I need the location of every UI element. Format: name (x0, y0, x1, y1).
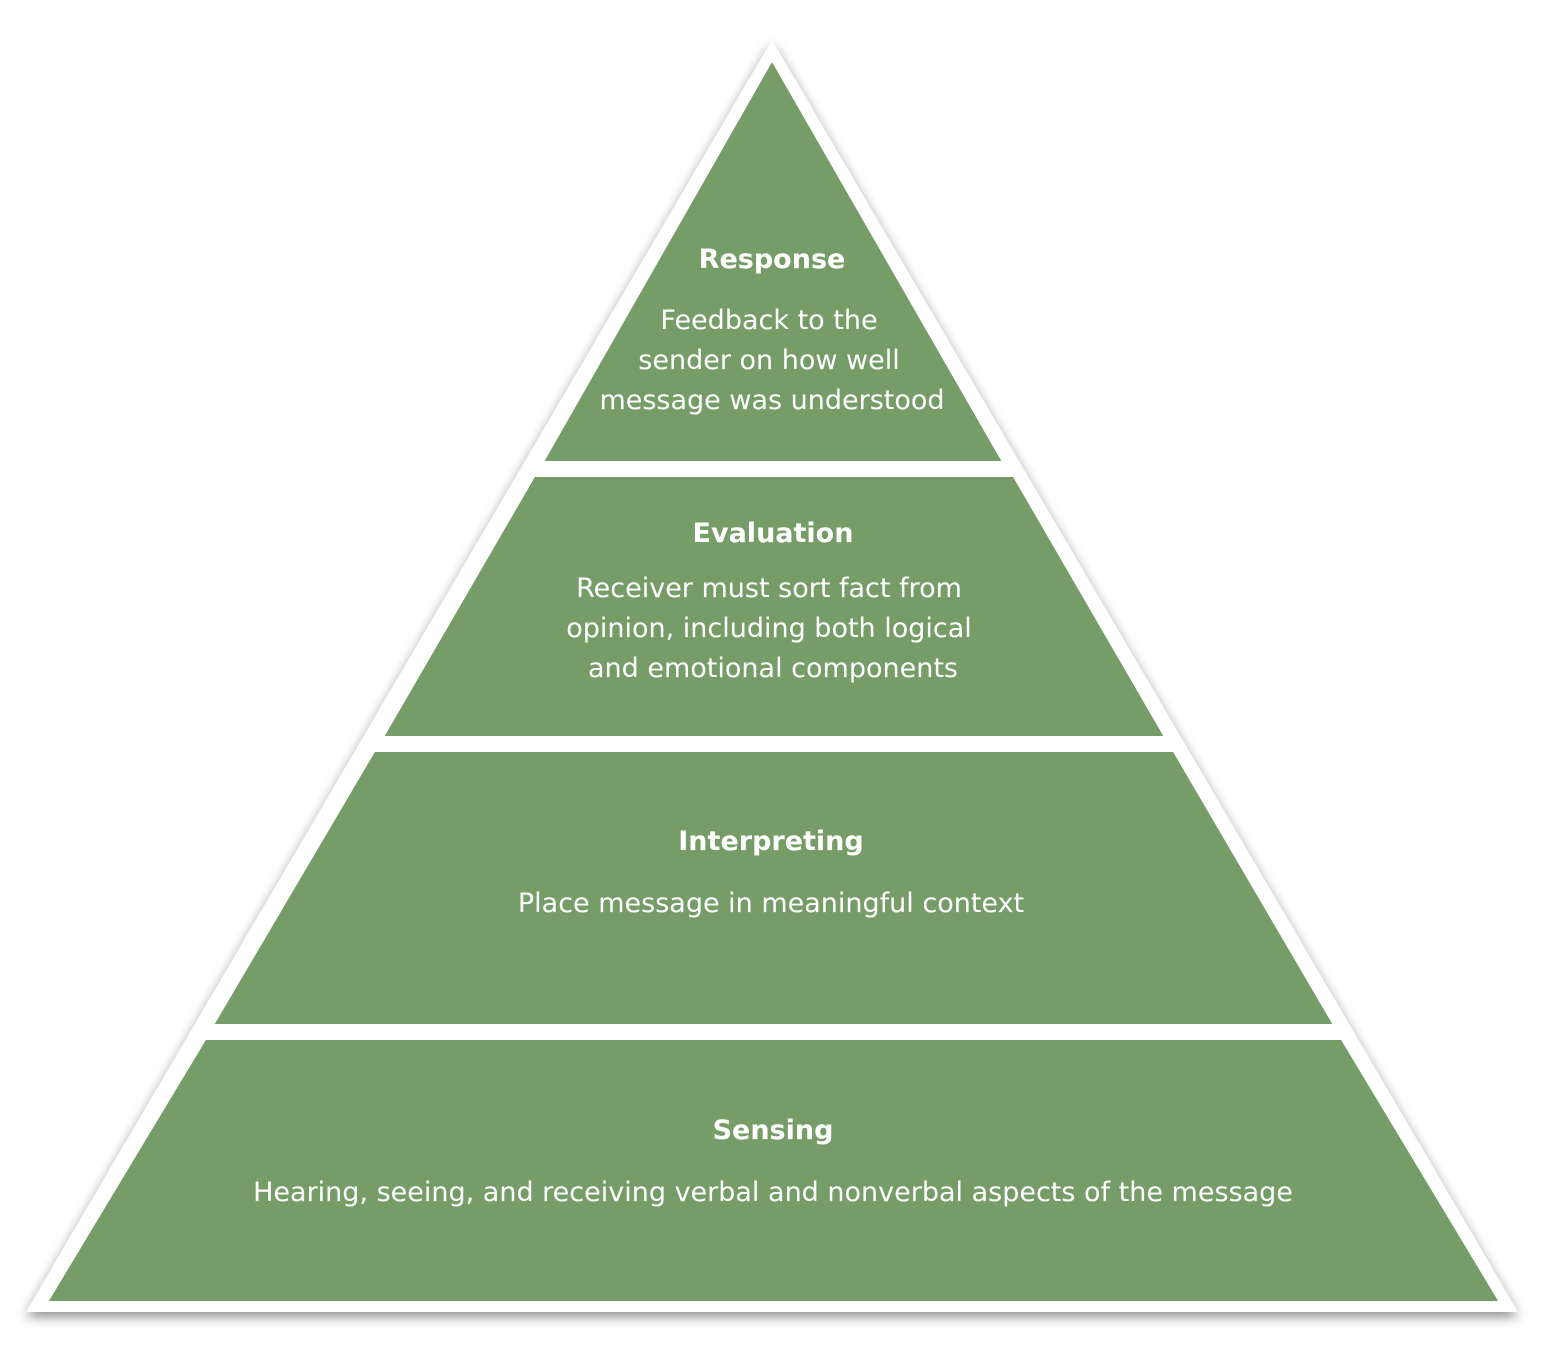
layer-response-desc-line-3: message was understood (599, 385, 944, 416)
layer-evaluation-title: Evaluation (693, 518, 854, 549)
layer-response-title: Response (699, 244, 846, 275)
layer-sensing-title: Sensing (713, 1115, 834, 1146)
layer-sensing-shape (31, 1030, 1516, 1311)
layer-sensing-desc-line-1: Hearing, seeing, and receiving verbal an… (253, 1177, 1293, 1208)
layer-response-desc-line-2: sender on how well (638, 345, 899, 376)
layer-evaluation: Evaluation Receiver must sort fact from … (367, 467, 1181, 746)
layer-response-desc-line-1: Feedback to the (660, 305, 877, 336)
layer-evaluation-shape (367, 467, 1181, 746)
layer-evaluation-desc-line-3: and emotional components (588, 653, 958, 684)
layer-interpreting: Interpreting Place message in meaningful… (197, 742, 1350, 1034)
layer-interpreting-title: Interpreting (678, 826, 863, 857)
layer-response-shape (527, 41, 1019, 471)
layer-evaluation-desc-line-1: Receiver must sort fact from (576, 573, 962, 604)
layer-interpreting-shape (197, 742, 1350, 1034)
layer-evaluation-desc-line-2: opinion, including both logical (566, 613, 972, 644)
layer-interpreting-desc-line-1: Place message in meaningful context (518, 888, 1024, 919)
layer-sensing: Sensing Hearing, seeing, and receiving v… (31, 1030, 1516, 1311)
layer-response: Response Feedback to the sender on how w… (527, 41, 1019, 471)
